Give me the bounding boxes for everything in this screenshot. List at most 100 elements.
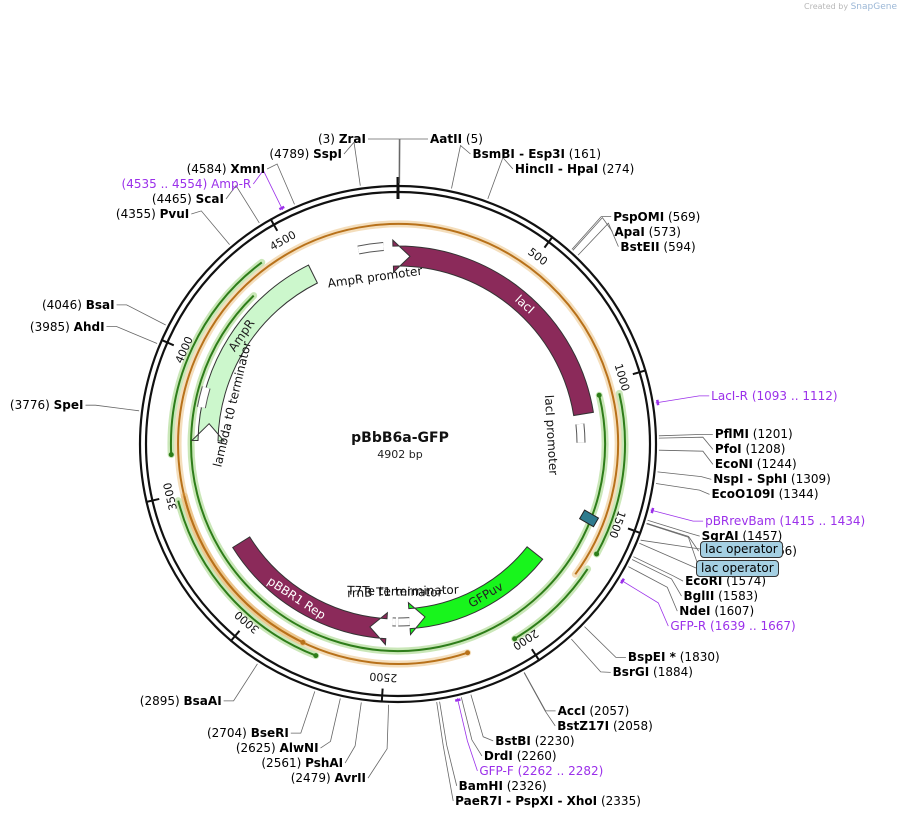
site-position: (2262 .. 2282): [517, 763, 604, 778]
site-leader: [657, 471, 712, 480]
site-position: (3): [317, 132, 335, 146]
small-feature-label: lacI promoter: [542, 395, 561, 476]
site-econi: EcoNI (1244): [715, 457, 797, 471]
site-name: AlwNI: [279, 741, 319, 756]
site-leader: [584, 626, 626, 658]
site-name: BsaI: [85, 297, 115, 312]
operator-leader: [639, 542, 697, 569]
site-name: AvrII: [334, 771, 366, 786]
site-name: AatII: [430, 132, 463, 146]
site-hincii: HincII - HpaI (274): [515, 162, 634, 176]
site-position: (1244): [756, 457, 797, 472]
orf-arrowhead: [168, 452, 174, 458]
orf-arrowhead: [313, 653, 319, 659]
site-name: BseRI: [250, 726, 289, 741]
site-bsrgi: BsrGI (1884): [613, 665, 693, 679]
site-leader: [85, 404, 140, 412]
small-feature-label: AmpR promoter: [327, 264, 423, 291]
site-name: SspI: [313, 147, 342, 161]
feature-ampr: [190, 264, 319, 442]
site-position: (4535 .. 4554): [121, 177, 208, 191]
orf-arrowhead: [300, 639, 306, 645]
operator-leader: [640, 539, 701, 550]
site-name: SgrAI: [701, 529, 739, 544]
site-leader: [223, 663, 258, 702]
feature-gfpuv: [407, 546, 544, 636]
tick-mark: [145, 497, 160, 504]
primer-gfpf: GFP-F (2262 .. 2282): [479, 764, 603, 778]
site-position: (1607): [714, 604, 755, 619]
site-name: PshAI: [305, 756, 344, 771]
site-scai: (4465) ScaI: [152, 192, 224, 206]
site-name: ScaI: [195, 192, 224, 206]
site-leader: [191, 210, 230, 245]
small-feature-fill: [197, 386, 210, 409]
site-position: (2895): [139, 693, 180, 708]
site-leader: [457, 698, 478, 772]
site-sgrai: SgrAI (1457): [702, 529, 783, 543]
site-position: (4789): [269, 147, 310, 161]
site-drdi: DrdI (2260): [484, 749, 557, 763]
site-position: (4355): [115, 207, 156, 221]
site-name: BsaAI: [183, 693, 222, 708]
site-position: (2704): [206, 726, 247, 741]
tick-mark: [269, 218, 279, 232]
site-name: AhdI: [73, 319, 105, 334]
tick-mark: [627, 527, 642, 535]
orf-arrow: [169, 261, 263, 455]
lac-operator-glyph: [578, 509, 600, 528]
site-name: BspEI *: [627, 650, 676, 665]
site-alwni: (2625) AlwNI: [236, 741, 319, 755]
tick-mark: [531, 648, 541, 662]
site-position: (4465): [151, 192, 192, 206]
tick-mark: [160, 338, 175, 347]
tick-label: 3500: [161, 481, 180, 511]
site-leader: [290, 691, 316, 734]
site-leader: [436, 702, 454, 801]
site-spei: (3776) SpeI: [10, 398, 84, 412]
site-position: (2260): [516, 748, 557, 763]
site-leader: [460, 697, 483, 757]
site-leader: [343, 141, 361, 186]
orf-arrowhead: [465, 650, 471, 656]
site-position: (161): [568, 147, 602, 161]
site-name: BsmBI - Esp3I: [472, 147, 565, 161]
site-position: (573): [648, 224, 681, 239]
site-bseri: (2704) BseRI: [207, 726, 289, 740]
site-bamhi: BamHI (2326): [459, 779, 547, 793]
primer-ampr: (4535 .. 4554) Amp-R: [122, 177, 252, 191]
site-position: (2625): [235, 741, 276, 756]
lac-operator-label: lac operator: [696, 560, 779, 577]
primer-mark: [656, 399, 660, 406]
site-leader: [367, 704, 389, 779]
site-leader: [451, 144, 471, 189]
site-position: (2326): [506, 778, 547, 793]
site-leader: [344, 702, 362, 764]
site-zrai: (3) ZraI: [318, 132, 366, 146]
site-position: (274): [602, 162, 635, 176]
site-name: GFP-F: [479, 763, 514, 778]
site-leader: [655, 395, 710, 404]
site-position: (4584): [186, 162, 227, 176]
orf-arrow: [177, 500, 317, 657]
tick-label: 2500: [369, 670, 398, 685]
orf-arrow: [514, 568, 589, 640]
primer-mark: [454, 698, 461, 702]
tick-mark: [229, 630, 241, 643]
site-name: BstBI: [495, 733, 531, 748]
site-nspi: NspI - SphI (1309): [713, 472, 831, 486]
site-leader: [658, 449, 714, 465]
site-name: BstEII: [620, 239, 660, 254]
site-position: (594): [663, 239, 696, 254]
site-leader: [266, 163, 295, 205]
site-leader: [647, 519, 700, 537]
site-leader: [571, 638, 611, 673]
site-name: BstZ17I: [557, 718, 610, 733]
site-position: (1093 .. 1112): [751, 388, 838, 403]
primer-mark: [278, 205, 285, 211]
orf-arrowhead: [596, 392, 602, 398]
small-feature-label: T7Te terminator: [346, 583, 443, 599]
site-bsteii: BstEII (594): [620, 240, 695, 254]
site-leader: [633, 556, 684, 582]
